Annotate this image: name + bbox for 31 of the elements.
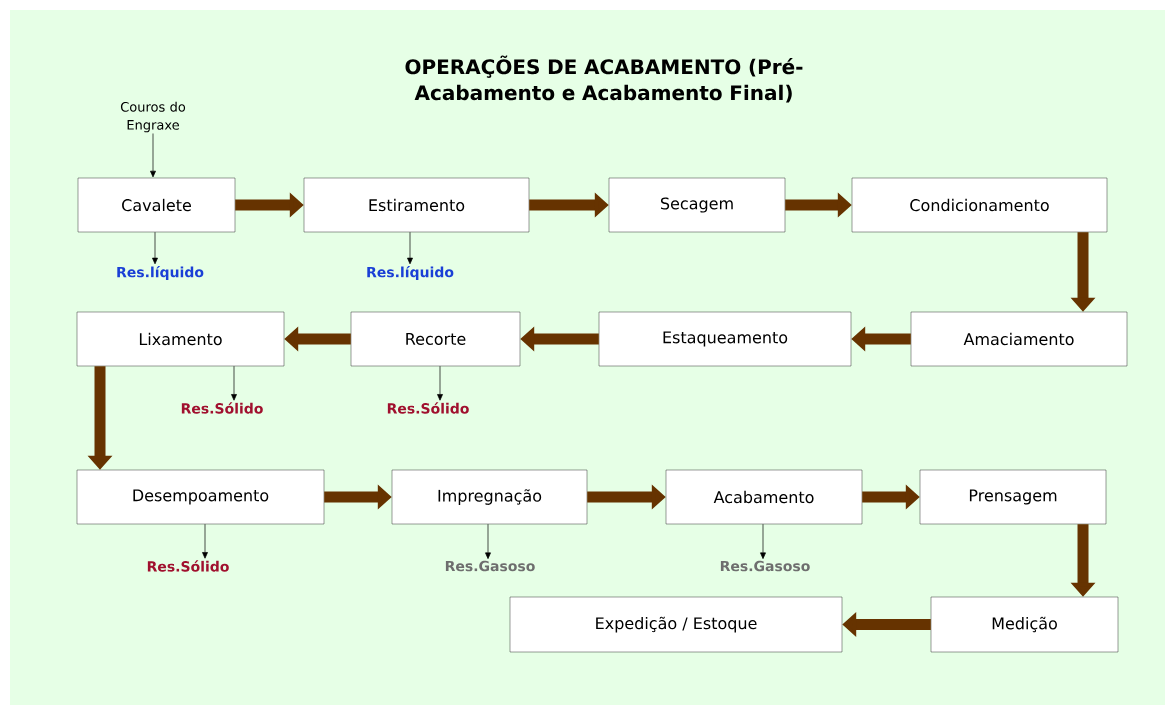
process-box: Amaciamento [910,311,1128,367]
process-box: Cavalete [77,177,236,233]
process-box: Desempoamento [76,469,325,525]
process-box: Lixamento [76,311,285,367]
arrow [202,523,208,559]
process-box: Recorte [350,311,521,367]
arrow [437,365,443,401]
arrow [231,365,237,401]
output-label: Res.Sólido [387,402,469,414]
arrow [760,523,766,559]
arrow [150,133,156,178]
arrow [407,231,413,265]
arrow [152,231,158,265]
process-box: Estiramento [303,177,530,233]
input-label: Couros do Engraxe [120,101,186,133]
output-label: Res.Sólido [147,560,229,572]
output-label: Res.líquido [367,265,454,281]
process-box: Expedição / Estoque [509,596,843,653]
output-label: Res.Gasoso [720,560,810,572]
process-box: Prensagem [919,469,1107,525]
title: OPERAÇÕES DE ACABAMENTO (Pré-Acabamento e Acabamento Final) [405,55,803,103]
arrow [485,523,491,559]
process-box: Impregnação [391,469,588,525]
process-box: Condicionamento [851,177,1108,233]
output-label: Res.líquido [117,265,204,281]
process-box: Acabamento [665,469,863,525]
output-label: Res.Gasoso [445,560,535,572]
process-box: Secagem [608,177,786,233]
output-label: Res.Sólido [181,402,263,414]
process-box: Medição [930,596,1119,653]
process-box: Estaqueamento [598,311,852,367]
